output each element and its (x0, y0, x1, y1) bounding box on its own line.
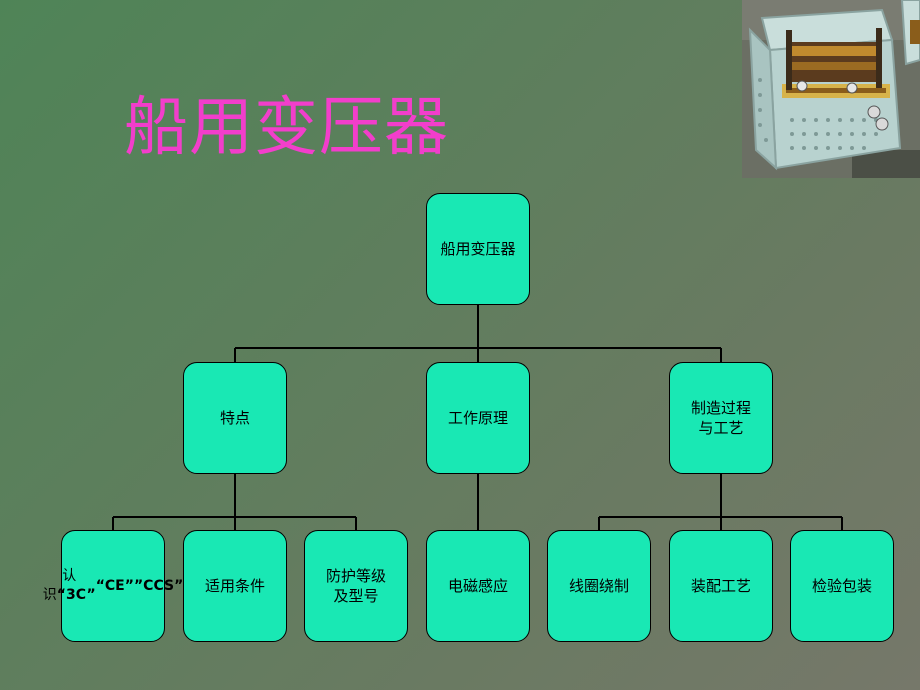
transformer-photo-icon (742, 0, 920, 178)
node-induction[interactable]: 电磁感应 (426, 530, 530, 642)
node-features[interactable]: 特点 (183, 362, 287, 474)
node-root[interactable]: 船用变压器 (426, 193, 530, 305)
node-process[interactable]: 制造过程 与工艺 (669, 362, 773, 474)
node-conditions[interactable]: 适用条件 (183, 530, 287, 642)
node-protection[interactable]: 防护等级 及型号 (304, 530, 408, 642)
node-principle[interactable]: 工作原理 (426, 362, 530, 474)
node-winding[interactable]: 线圈绕制 (547, 530, 651, 642)
transformer-photo (742, 0, 920, 178)
node-certification[interactable]: 认识“3C”“CE””CCS” (43, 530, 183, 642)
slide-title: 船用变压器 (124, 91, 449, 165)
node-assembly[interactable]: 装配工艺 (669, 530, 773, 642)
node-inspection[interactable]: 检验包装 (790, 530, 894, 642)
